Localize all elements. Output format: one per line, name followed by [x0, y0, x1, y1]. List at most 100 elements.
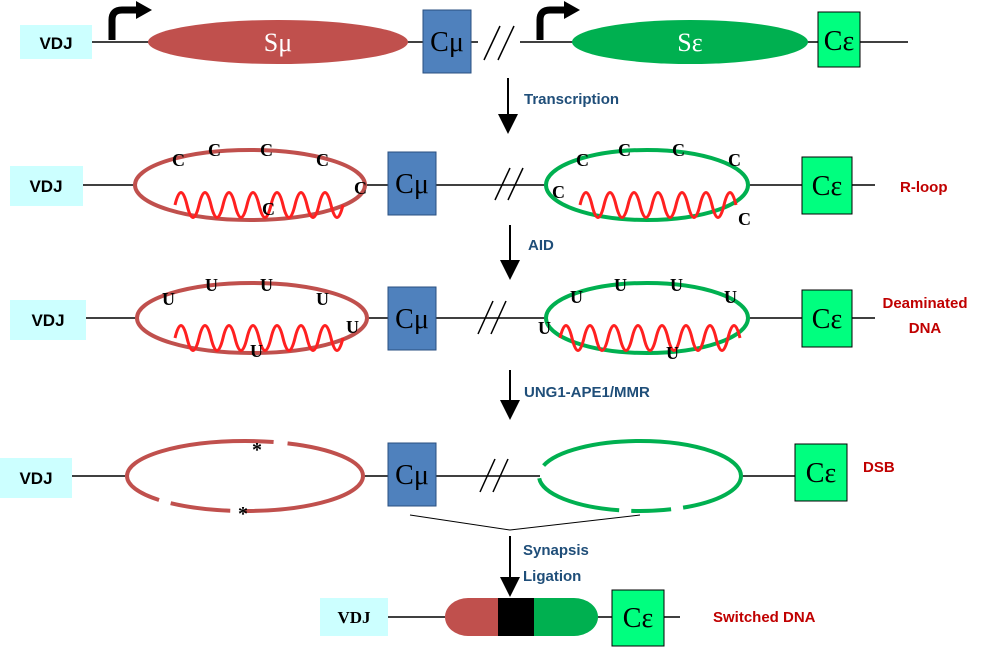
rna-strand-wave: [173, 324, 345, 352]
base-letter: C: [208, 140, 221, 160]
vdj-label: VDJ: [337, 608, 371, 627]
state-label-deaminated: Deaminated: [882, 295, 967, 312]
base-letter: C: [576, 150, 589, 170]
base-letter: C: [354, 178, 367, 198]
c-mu-label: Cμ: [395, 460, 429, 491]
base-letter: C: [262, 199, 275, 219]
c-mu-box: [387, 151, 437, 216]
step-label-transcription: Transcription: [524, 91, 619, 108]
state-label-dna: DNA: [909, 320, 942, 337]
c-mu-label: Cμ: [430, 27, 464, 58]
base-letter: U: [250, 341, 263, 361]
vdj-box: [0, 458, 72, 498]
c-eps-label: Cε: [623, 603, 653, 634]
c-eps-box: [794, 443, 848, 502]
step-synapsis-ligation: Synapsis Ligation: [500, 536, 589, 597]
rna-strand-wave: [558, 324, 742, 352]
base-letter: U: [346, 317, 359, 337]
s-eps-remnant: [534, 598, 598, 636]
c-eps-label: Cε: [812, 304, 842, 335]
step-aid: AID: [500, 225, 554, 280]
s-eps-loop: [544, 148, 750, 222]
c-eps-box: [801, 289, 853, 348]
c-mu-box: [422, 9, 472, 74]
base-letter: U: [724, 287, 737, 307]
break-mark-left: [483, 25, 501, 61]
break-mark-left: [479, 458, 496, 493]
step-label-ligation: Ligation: [523, 568, 581, 585]
c-mu-label: Cμ: [395, 169, 429, 200]
vdj-label: VDJ: [29, 177, 62, 196]
s-eps-loop: [544, 281, 750, 355]
c-eps-label: Cε: [824, 26, 854, 57]
base-letter: C: [738, 209, 751, 229]
state-label-switched-dna: Switched DNA: [713, 609, 816, 626]
base-letter: U: [670, 275, 683, 295]
rna-strand-wave: [173, 191, 345, 219]
promoter-arrow-eps-icon: [536, 6, 566, 40]
break-mark-left: [477, 300, 494, 335]
base-letter: C: [260, 140, 273, 160]
vdj-box: [10, 300, 86, 340]
base-letter: U: [614, 275, 627, 295]
deaminated-dna-row: VDJ U U U U U U Cμ U U U U U U Cε Deamin…: [10, 275, 968, 363]
base-letter: U: [205, 275, 218, 295]
base-letter: U: [260, 275, 273, 295]
s-mu-broken-loop: [125, 439, 365, 513]
base-letter: U: [316, 289, 329, 309]
base-letter: C: [552, 182, 565, 202]
break-mark-right: [497, 25, 515, 61]
base-letter: C: [316, 150, 329, 170]
c-eps-box: [611, 589, 665, 647]
s-eps-broken-loop: [537, 439, 743, 513]
base-letter: C: [728, 150, 741, 170]
base-letter: U: [570, 287, 583, 307]
break-mark-right: [507, 167, 524, 201]
promoter-arrow-mu-icon: [108, 6, 138, 40]
r-loop-row: VDJ C C C C C C Cμ C C C C C C Cε R-loop: [10, 140, 947, 229]
base-letter: U: [666, 343, 679, 363]
vdj-box: [10, 166, 83, 206]
s-mu-label: Sμ: [264, 28, 292, 57]
switch-junction: [498, 598, 534, 636]
break-asterisk: *: [252, 439, 262, 461]
break-gap: [478, 30, 520, 54]
base-letter: C: [618, 140, 631, 160]
c-mu-label: Cμ: [395, 304, 429, 335]
vdj-label: VDJ: [39, 34, 72, 53]
step-transcription: Transcription: [498, 78, 619, 134]
state-label-r-loop: R-loop: [900, 179, 947, 196]
c-mu-box: [387, 286, 437, 351]
c-eps-label: Cε: [806, 458, 836, 489]
s-mu-region: [148, 20, 408, 64]
dsb-row: VDJ * * Cμ Cε DSB: [0, 439, 895, 531]
c-eps-box: [801, 156, 853, 215]
vdj-label: VDJ: [31, 311, 64, 330]
c-eps-label: Cε: [812, 171, 842, 202]
c-eps-box: [817, 11, 861, 68]
break-mark-right: [492, 458, 509, 493]
vdj-box: [320, 598, 388, 636]
s-eps-region: [572, 20, 808, 64]
break-asterisk: *: [238, 503, 248, 525]
s-mu-loop: [133, 148, 367, 222]
vdj-box: [20, 25, 92, 59]
break-mark-left: [494, 167, 511, 201]
step-label-ung1-ape1-mmr: UNG1-APE1/MMR: [524, 384, 650, 401]
promoter-arrow-mu-head-icon: [136, 1, 152, 19]
base-letter: C: [172, 150, 185, 170]
break-mark-right: [490, 300, 507, 335]
vdj-label: VDJ: [19, 469, 52, 488]
base-letter: U: [538, 318, 551, 338]
germline-locus-row: VDJ Sμ Cμ Sε Cε: [20, 1, 908, 74]
state-label-dsb: DSB: [863, 459, 895, 476]
synapsis-lines: [409, 514, 641, 531]
step-ung1-ape1-mmr: UNG1-APE1/MMR: [500, 370, 650, 420]
s-eps-label: Sε: [677, 28, 702, 57]
step-label-synapsis: Synapsis: [523, 542, 589, 559]
base-letter: C: [672, 140, 685, 160]
s-mu-remnant: [445, 598, 498, 636]
s-mu-loop: [135, 281, 369, 355]
